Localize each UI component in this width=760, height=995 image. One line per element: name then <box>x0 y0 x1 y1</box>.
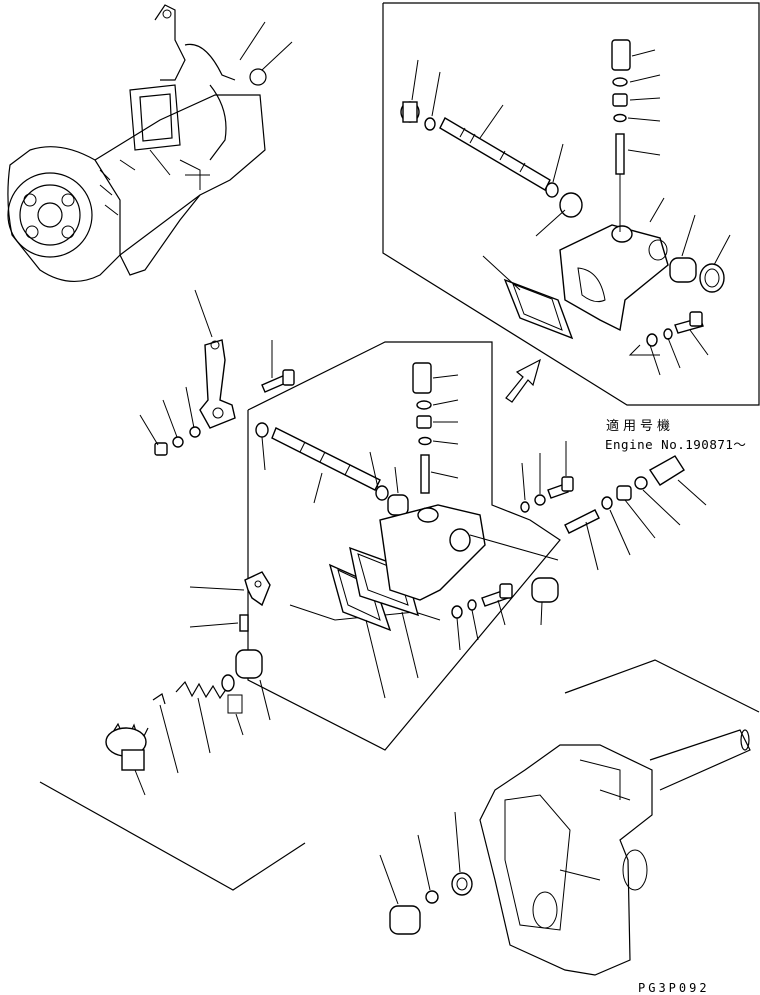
inset-frame <box>382 2 760 406</box>
replacement-arrow-icon <box>505 358 541 403</box>
applicable-model-label: 適用号機 <box>606 419 675 434</box>
drawing-code-label: PG3P092 <box>638 981 710 995</box>
housing-bottom-illustration <box>39 659 760 976</box>
inset-parts <box>400 39 731 376</box>
engine-number-label: Engine No.190871～ <box>605 437 747 452</box>
engine-assembly-illustration <box>7 4 293 283</box>
main-assembly-parts <box>105 289 707 796</box>
